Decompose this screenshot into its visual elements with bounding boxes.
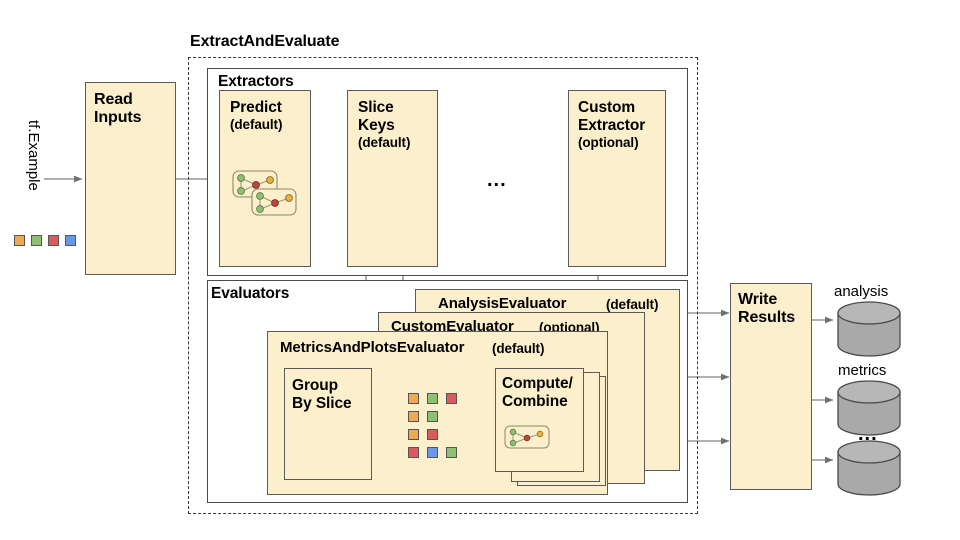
extractors-title: Extractors xyxy=(218,73,294,90)
chip-red xyxy=(48,235,59,246)
extract-and-evaluate-title: ExtractAndEvaluate xyxy=(190,33,340,50)
slice-chip xyxy=(408,411,419,422)
output-label-analysis: analysis xyxy=(834,283,889,300)
write-results-box[interactable]: Write Results xyxy=(730,283,812,490)
read-inputs-label: Read Inputs xyxy=(94,91,142,127)
extractors-ellipsis: ... xyxy=(487,169,507,191)
slice-chip xyxy=(408,447,419,458)
extract-and-evaluate-container xyxy=(188,57,698,514)
slice-chip xyxy=(446,447,457,458)
chip-green xyxy=(31,235,42,246)
chip-blue xyxy=(65,235,76,246)
slice-chip-grid xyxy=(408,393,468,458)
metrics-and-plots-qualifier: (default) xyxy=(492,341,545,356)
slice-chip xyxy=(427,447,438,458)
analysis-evaluator-qualifier: (default) xyxy=(606,297,659,312)
extractor-custom-qualifier: (optional) xyxy=(578,135,639,150)
write-results-label: Write Results xyxy=(738,291,796,327)
metrics-and-plots-title: MetricsAndPlotsEvaluator xyxy=(280,339,465,356)
output-cylinders xyxy=(837,301,901,496)
metric-graph-icon xyxy=(504,425,550,449)
compute-combine-box[interactable]: Compute/ Combine xyxy=(495,368,584,472)
extractor-slice-keys-box[interactable]: Slice Keys (default) xyxy=(347,90,438,267)
model-graph-icon xyxy=(232,170,297,216)
group-by-slice-label: Group By Slice xyxy=(292,377,352,412)
slice-chip xyxy=(427,411,438,422)
output-label-ellipsis: ... xyxy=(858,423,878,445)
extractor-predict-box[interactable]: Predict (default) xyxy=(219,90,311,267)
metrics-and-plots-evaluator-card[interactable]: MetricsAndPlotsEvaluator (default) Group… xyxy=(267,331,608,495)
tf-example-label: tf.Example xyxy=(25,120,42,191)
extractor-predict-qualifier: (default) xyxy=(230,117,283,132)
group-by-slice-box[interactable]: Group By Slice xyxy=(284,368,372,480)
output-label-metrics: metrics xyxy=(838,362,887,379)
extractor-custom-title: Custom Extractor xyxy=(578,99,646,134)
slice-chip xyxy=(408,393,419,404)
slice-chip xyxy=(427,393,438,404)
extractor-predict-title: Predict xyxy=(230,99,282,116)
evaluators-title: Evaluators xyxy=(211,285,290,302)
slice-chip xyxy=(408,429,419,440)
slice-chip xyxy=(427,429,438,440)
compute-combine-label: Compute/ Combine xyxy=(502,375,573,410)
custom-evaluator-title: CustomEvaluator xyxy=(391,318,514,335)
chip-orange xyxy=(14,235,25,246)
read-inputs-box[interactable]: Read Inputs xyxy=(85,82,176,275)
extractor-slice-keys-qualifier: (default) xyxy=(358,135,411,150)
input-chip-row xyxy=(14,235,76,247)
extractor-slice-keys-title: Slice Keys xyxy=(358,99,395,134)
slice-chip xyxy=(446,393,457,404)
analysis-evaluator-title: AnalysisEvaluator xyxy=(438,295,567,312)
extractor-custom-box[interactable]: Custom Extractor (optional) xyxy=(568,90,666,267)
